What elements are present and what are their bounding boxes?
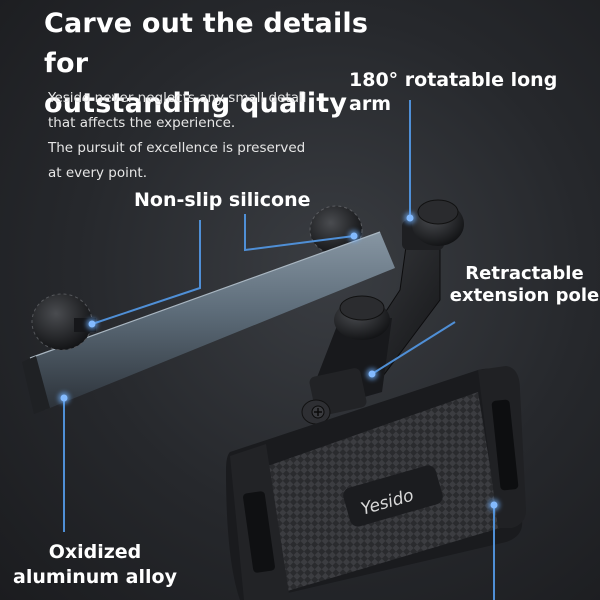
leader-lines [63,100,495,600]
leader-silicone [244,214,355,252]
intro-line2: that affects the experience. [48,115,236,131]
tablet-clamp [226,366,526,600]
top-rotation-knob [412,199,464,246]
callout-extension-pole: Retractable extension pole [447,263,600,307]
intro-line4: at every point. [48,165,148,181]
headline-line1: Carve out the details for [44,8,369,79]
aluminum-bar [22,231,395,414]
callout-extension-line1: Retractable [465,263,584,284]
extension-lock-knob [334,295,390,340]
callout-silicone: Non-slip silicone [134,189,311,211]
headline: Carve out the details for outstanding qu… [44,4,384,124]
mount-screw-icon [311,405,325,419]
callout-aluminum-line2: aluminum alloy [13,566,177,588]
extension-pole [301,318,392,425]
intro-text: Yesido never neglects any small detail t… [48,86,338,186]
callout-extension-line2: extension pole [449,285,600,306]
rear-knob-right [309,205,363,255]
intro-line1: Yesido never neglects any small detail [48,90,307,106]
callout-aluminum-line1: Oxidized [48,541,142,563]
intro-line3: The pursuit of excellence is preserved [48,140,306,156]
callout-rotatable-arm: 180° rotatable long arm [349,69,558,115]
callout-aluminum: Oxidized aluminum alloy [12,540,178,590]
leader-silicone-bar [91,220,201,325]
headline-line2: outstanding quality [44,88,348,119]
leader-pole [371,321,456,375]
leader-glow [58,212,500,511]
